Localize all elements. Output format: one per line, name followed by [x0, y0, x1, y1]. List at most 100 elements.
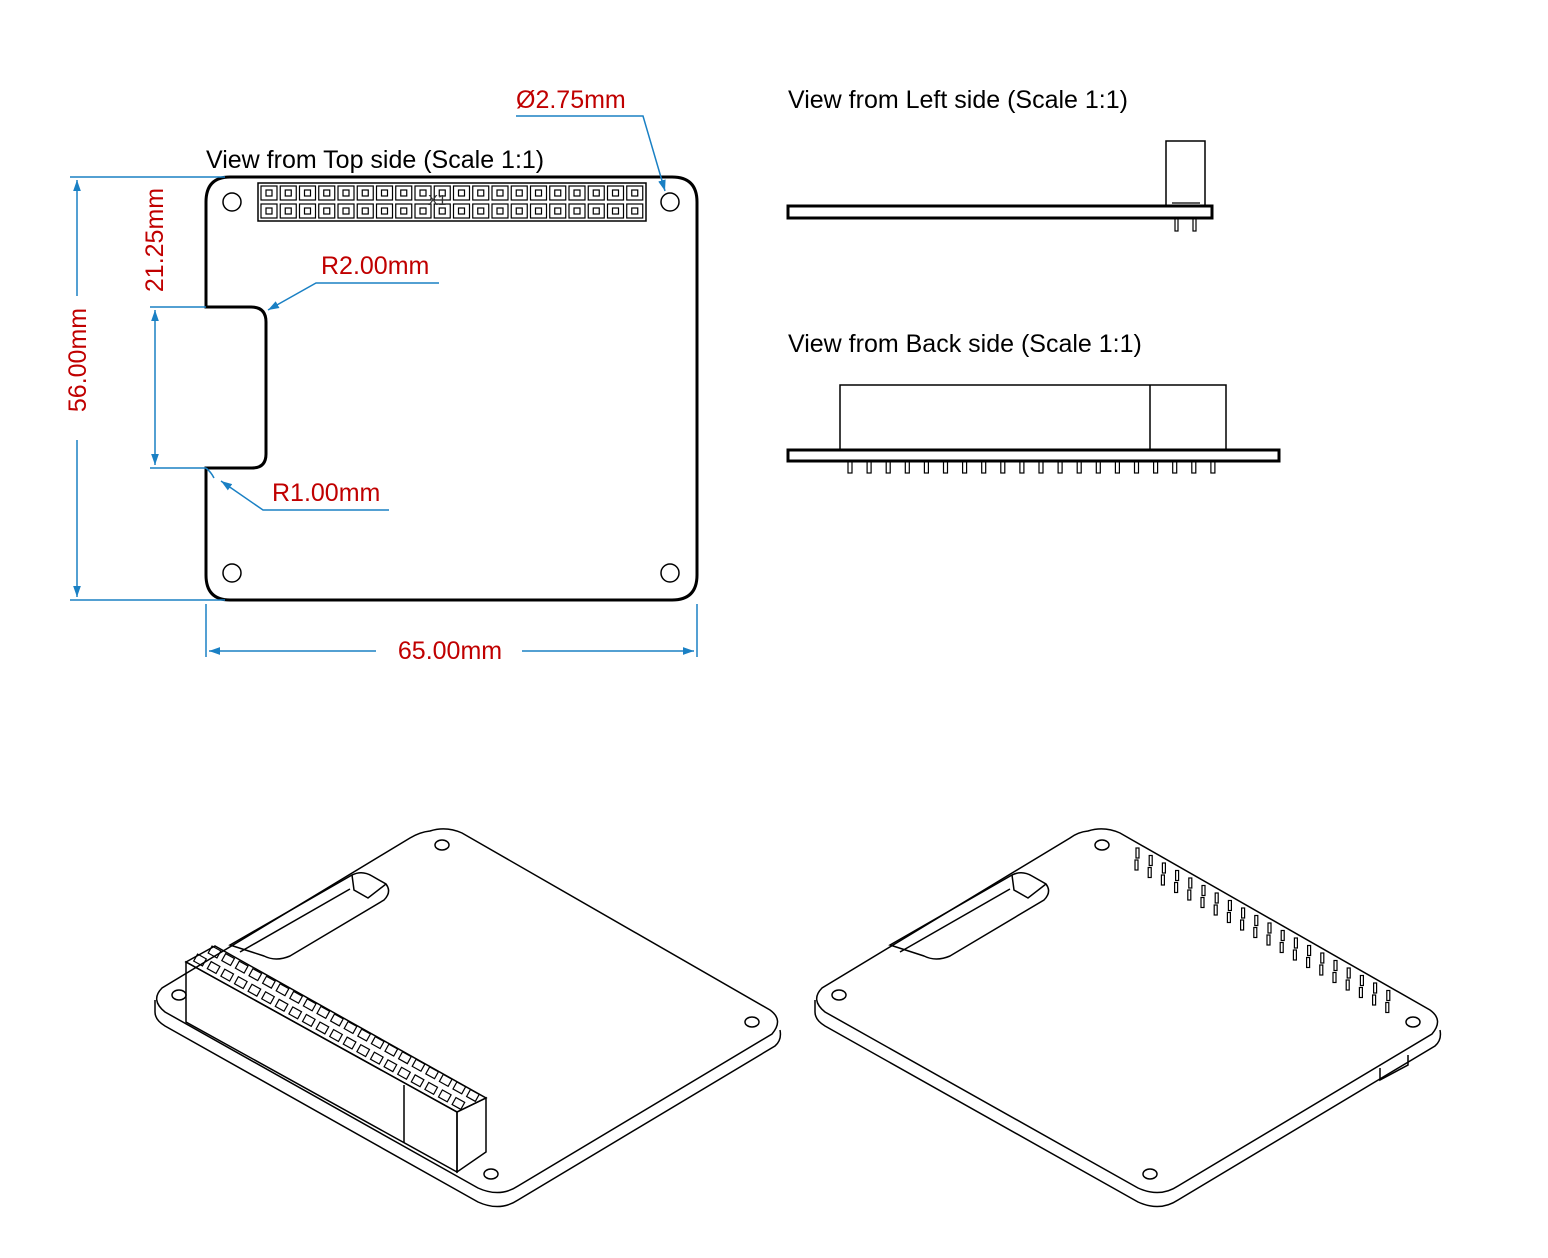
header-pin-cell	[298, 185, 317, 201]
header-pin	[380, 189, 389, 197]
iso2-pin	[1385, 1001, 1390, 1014]
header-pin	[457, 189, 466, 197]
board-width-label: 65.00mm	[398, 637, 502, 665]
iso1-header-cell	[220, 968, 235, 982]
header-pin-cell	[606, 185, 625, 201]
iso1-header-cell	[206, 960, 221, 975]
iso1-header-cell	[288, 1006, 303, 1020]
header-pin	[611, 189, 620, 197]
header-pin-cell	[260, 185, 278, 201]
iso2-pin	[1200, 896, 1205, 909]
iso2-slot	[888, 872, 1050, 960]
header-pin	[419, 189, 427, 197]
iso2-pin	[1134, 859, 1139, 871]
iso1-header-cell	[328, 1028, 344, 1043]
back-view-pin	[885, 460, 891, 474]
header-pin-cell	[318, 203, 336, 219]
header-pin	[361, 189, 369, 197]
header-pin-cell	[433, 203, 451, 219]
iso1-header-cell	[424, 1066, 440, 1080]
iso2-pin	[1254, 914, 1259, 927]
iso1-board-top	[156, 828, 779, 1194]
header-pin	[400, 207, 408, 215]
header-pin	[284, 189, 292, 197]
header-pin-cell	[529, 185, 548, 201]
header-pin-cell	[433, 185, 451, 201]
back-view-pin	[1114, 460, 1121, 474]
isometric-top-view	[154, 828, 782, 1208]
back-view-pin	[1172, 460, 1178, 474]
iso2-pin	[1214, 892, 1219, 904]
back-view-header-body	[839, 384, 1227, 451]
iso1-header-cell	[451, 1096, 466, 1111]
iso1-header-cell	[288, 990, 304, 1005]
iso2-pin	[1332, 971, 1337, 984]
iso1-header-cell	[465, 1088, 481, 1103]
iso1-header-cell	[301, 1013, 316, 1028]
header-pin-cell	[337, 185, 355, 201]
iso2-pin	[1187, 889, 1192, 901]
header-pin	[419, 207, 427, 215]
iso2-pin-rows	[1134, 847, 1391, 1014]
iso2-pin	[1173, 881, 1179, 894]
board-outline	[204, 175, 699, 602]
header-pin-cell	[587, 185, 605, 201]
header-pin	[438, 207, 446, 215]
header-pin	[342, 207, 350, 215]
back-view-pin	[1133, 460, 1140, 474]
back-view-pin	[961, 460, 968, 474]
iso2-pin	[1345, 979, 1350, 991]
header-pin	[284, 207, 292, 215]
header-pin	[631, 207, 639, 215]
back-view-pin	[1019, 460, 1025, 474]
iso2-pin	[1188, 877, 1193, 889]
left-view-title: View from Left side (Scale 1:1)	[788, 86, 1128, 114]
dimension-radius-large: R2.00mm	[267, 252, 439, 311]
iso2-hole-2	[1405, 1016, 1421, 1028]
iso1-header-cell	[233, 975, 248, 990]
back-view-title: View from Back side (Scale 1:1)	[788, 330, 1142, 358]
left-view-pin-1	[1174, 217, 1179, 232]
iso2-pin	[1386, 989, 1391, 1002]
iso1-header-cell	[397, 1050, 413, 1065]
header-pin	[496, 189, 504, 197]
iso1-header-cell	[396, 1066, 412, 1080]
header-pin-cell	[626, 203, 644, 219]
mounting-hole-top-left	[222, 192, 242, 212]
dimension-board-width: 65.00mm	[205, 604, 698, 665]
header-pin-cell	[510, 203, 528, 219]
iso1-header-cell	[437, 1089, 452, 1103]
back-view-board	[786, 448, 1281, 463]
iso2-pin	[1201, 884, 1206, 897]
header-pin	[534, 207, 543, 215]
iso1-header-cell	[247, 983, 262, 997]
header-pin	[303, 189, 312, 197]
header-pin-cell	[395, 203, 413, 219]
iso2-hole-4	[831, 989, 847, 1001]
header-pin-cell	[414, 203, 432, 219]
header-pin	[592, 189, 600, 197]
header-pin-cell	[375, 185, 394, 201]
iso1-header-cell	[356, 1043, 371, 1058]
iso2-pin	[1306, 944, 1312, 957]
header-pin	[323, 207, 331, 215]
iso1-header-cell	[275, 983, 290, 997]
iso1-header-cell	[369, 1051, 384, 1065]
iso1-header-cell	[261, 975, 277, 989]
iso2-pin	[1253, 926, 1258, 939]
iso1-gpio-header	[184, 945, 488, 1174]
iso1-hole-4	[171, 989, 187, 1001]
board-height-label: 56.00mm	[64, 308, 92, 412]
left-view: View from Left side (Scale 1:1)	[786, 86, 1214, 232]
header-pin	[265, 189, 273, 197]
back-view-pin	[1095, 460, 1101, 474]
header-pin-cell	[568, 185, 586, 201]
back-view-pin	[847, 460, 853, 474]
iso2-pin	[1305, 956, 1311, 969]
header-pin	[438, 189, 446, 197]
back-view-pin	[866, 460, 872, 474]
header-pin	[631, 189, 639, 197]
header-pin-cell	[356, 185, 374, 201]
dimension-radius-small: R1.00mm	[205, 467, 389, 511]
iso2-pin	[1174, 869, 1180, 882]
